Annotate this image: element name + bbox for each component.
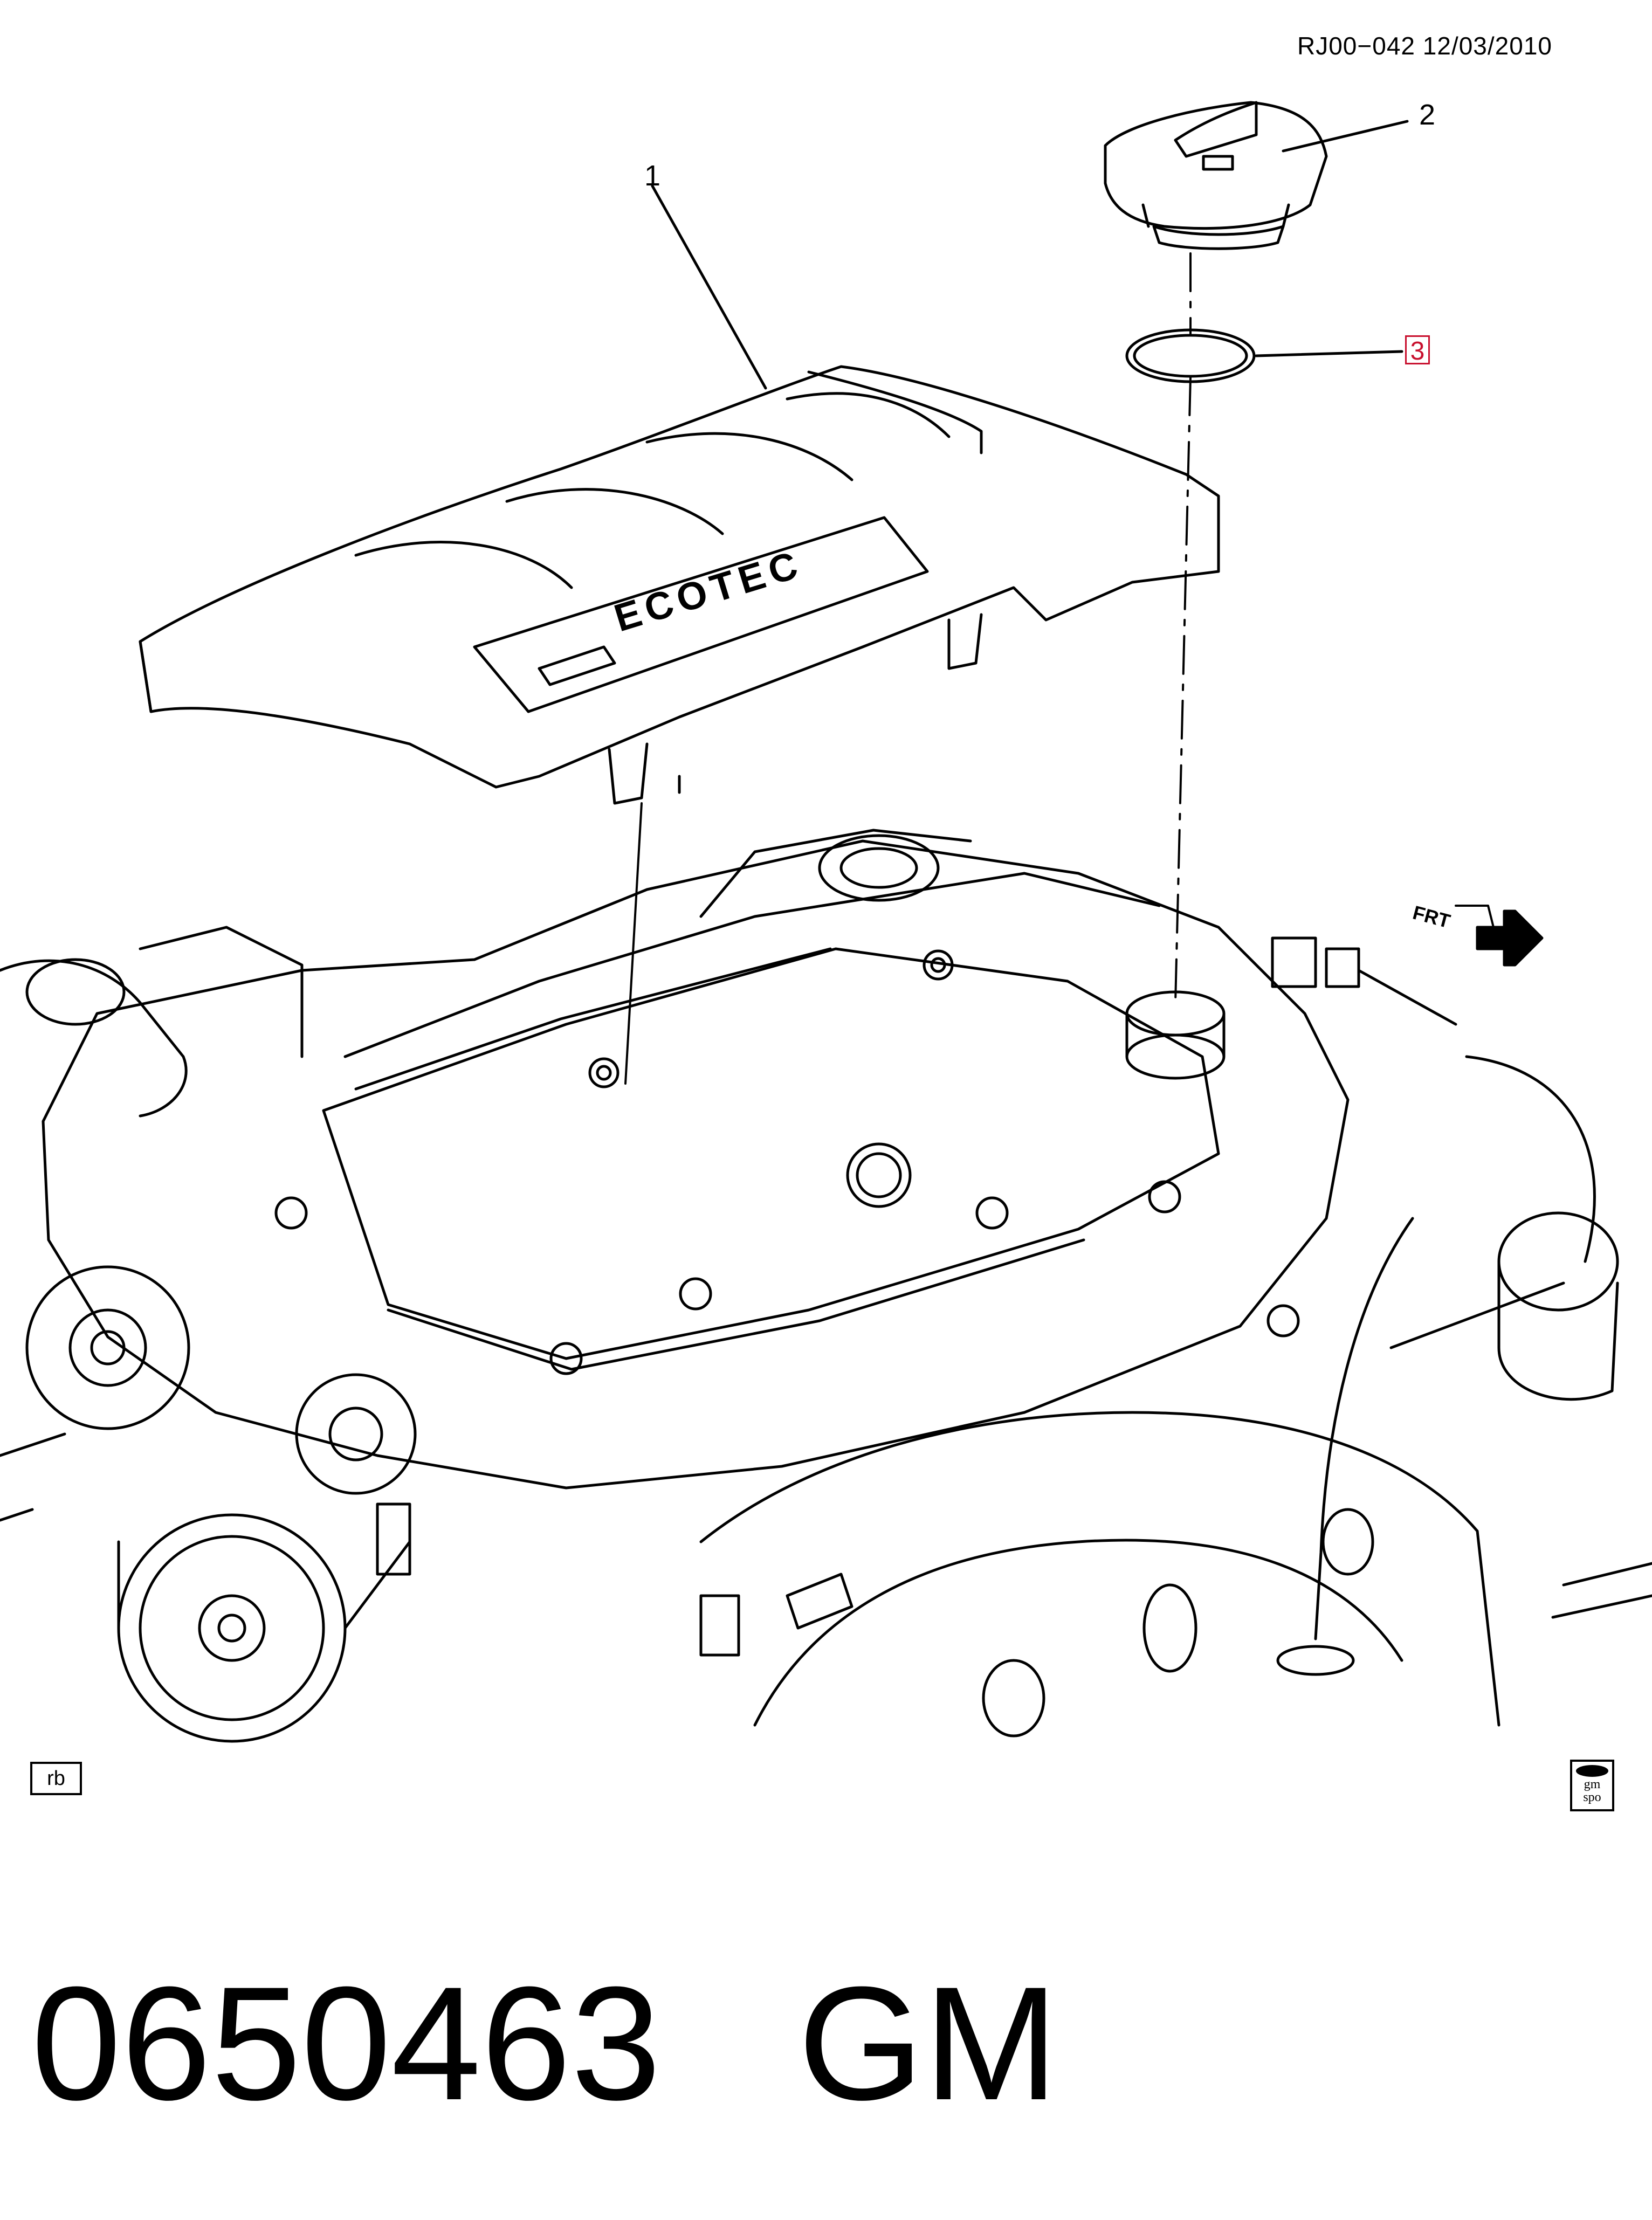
callout-3-highlighted[interactable]: 3 bbox=[1405, 335, 1430, 366]
part-number: 0650463 bbox=[31, 1953, 661, 2134]
assembly-centerline bbox=[1174, 252, 1192, 1004]
leader-line-3 bbox=[1255, 350, 1403, 357]
leader-line-1 bbox=[651, 184, 767, 390]
oil-filler-cap bbox=[1104, 101, 1328, 250]
callout-1: 1 bbox=[644, 160, 661, 192]
spo-line2: spo bbox=[1583, 1790, 1601, 1804]
engine-assembly bbox=[0, 829, 1652, 1743]
front-direction-arrow bbox=[1455, 905, 1544, 967]
engine-cover bbox=[139, 365, 1220, 1085]
cap-seal bbox=[1125, 328, 1256, 383]
leader-line-2 bbox=[1282, 120, 1409, 153]
callout-2: 2 bbox=[1419, 99, 1436, 131]
spo-line1: gm bbox=[1584, 1777, 1601, 1791]
gm-spo-icon: gm spo bbox=[1570, 1760, 1614, 1811]
corner-code: rb bbox=[30, 1762, 82, 1795]
brand-name: GM bbox=[798, 1953, 1059, 2134]
drawing-reference: RJ00−042 12/03/2010 bbox=[1297, 32, 1553, 60]
